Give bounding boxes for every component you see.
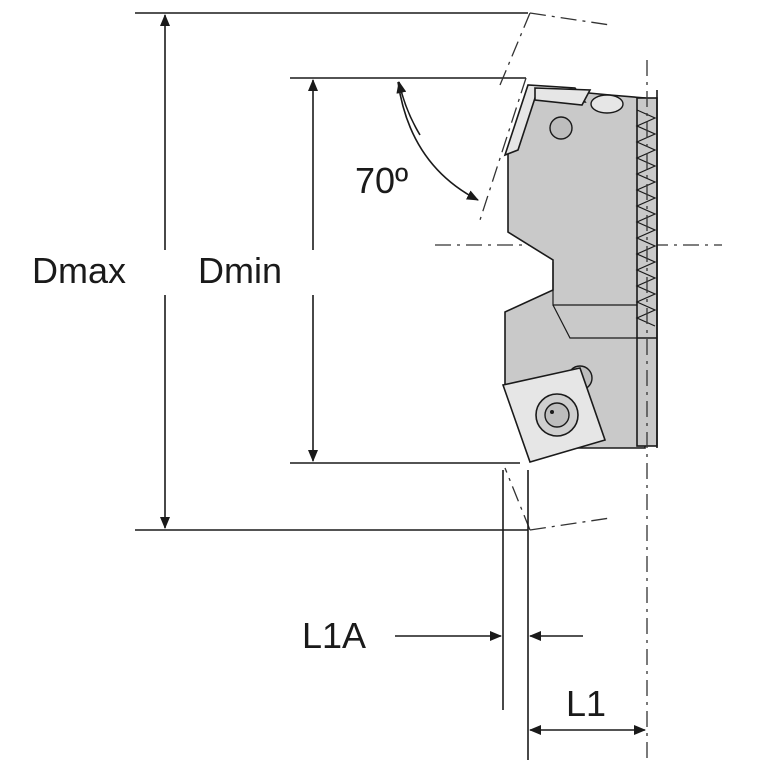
- body-lower-step: [552, 304, 645, 339]
- angle-label: 70º: [355, 160, 408, 201]
- l1-label: L1: [566, 683, 606, 724]
- l1a-label: L1A: [302, 615, 366, 656]
- bottom-envelope-dashed: [529, 517, 611, 531]
- top-insert: [534, 87, 592, 106]
- upper-hole: [549, 116, 573, 140]
- top-envelope-dashed: [529, 12, 611, 26]
- angle-arc-start: [396, 81, 421, 136]
- dmin-label: Dmin: [198, 250, 282, 291]
- angle-arc: [397, 81, 479, 201]
- top-cartridge: [503, 84, 587, 157]
- insert-screw-inner: [544, 402, 570, 428]
- bottom-envelope-dashed-side: [504, 467, 531, 531]
- serration: [635, 109, 657, 327]
- top-envelope-dashed-side: [499, 12, 531, 86]
- top-screw: [590, 94, 624, 114]
- dmax-label: Dmax: [32, 250, 126, 291]
- insert-screw-center: [550, 410, 554, 414]
- angle-reference-dashed: [479, 77, 527, 221]
